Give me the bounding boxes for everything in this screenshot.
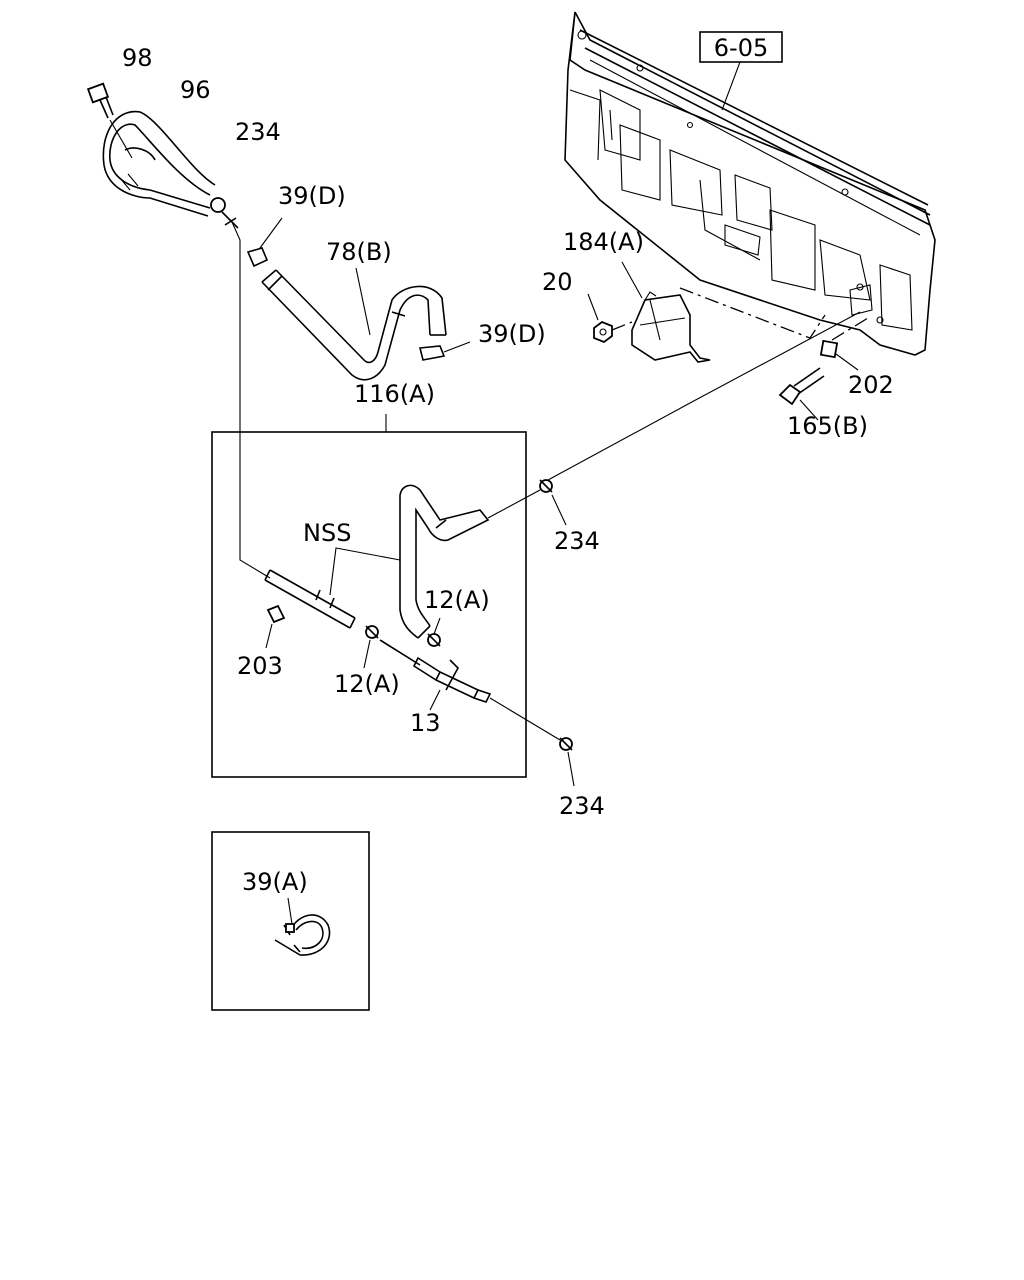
callout-39a: 39(A) [242, 868, 308, 896]
callout-nss: NSS [303, 519, 351, 547]
bolt-165b [778, 367, 825, 421]
callout-78b: 78(B) [326, 238, 392, 266]
callout-39d-mid: 39(D) [478, 320, 546, 348]
callout-96: 96 [180, 76, 211, 104]
clip-234-bottom [559, 737, 575, 787]
callout-203: 203 [237, 652, 283, 680]
callout-20: 20 [542, 268, 573, 296]
callout-98: 98 [122, 44, 153, 72]
clip-234-mid [539, 479, 567, 526]
plug-203 [265, 604, 286, 649]
callout-202: 202 [848, 371, 894, 399]
box-39a [211, 831, 370, 1011]
callout-13: 13 [410, 709, 441, 737]
clip-12a-left [363, 625, 379, 669]
callout-165b: 165(B) [787, 412, 868, 440]
callout-234-top: 234 [235, 118, 281, 146]
reference-tag-label: 6-05 [714, 34, 768, 62]
clip-39d-top [246, 217, 283, 268]
callout-39d-top: 39(D) [278, 182, 346, 210]
callout-116a: 116(A) [354, 380, 435, 408]
hose-96 [102, 110, 216, 217]
callout-12a-left: 12(A) [334, 670, 400, 698]
clip-234-top [210, 197, 239, 229]
box-116a [211, 414, 527, 778]
callout-12a-right: 12(A) [424, 586, 490, 614]
bracket-184a [621, 261, 826, 363]
callout-labels: 98 96 234 39(D) 78(B) 39(D) 184(A) 20 20… [122, 44, 894, 896]
clip-39d-mid [418, 341, 471, 361]
clip-12a-right [427, 617, 441, 647]
washer-202 [819, 317, 869, 371]
hose-u-shape [399, 484, 541, 639]
bolt-98 [86, 82, 133, 159]
reference-tag: 6-05 [699, 31, 783, 111]
callout-234-bottom: 234 [559, 792, 605, 820]
nut-20 [587, 293, 633, 344]
connector-13 [379, 639, 561, 741]
pipe-nss [264, 547, 401, 629]
body-panel [564, 11, 936, 356]
hose-78b [261, 267, 447, 381]
callout-234-mid: 234 [554, 527, 600, 555]
callout-184a: 184(A) [563, 228, 644, 256]
